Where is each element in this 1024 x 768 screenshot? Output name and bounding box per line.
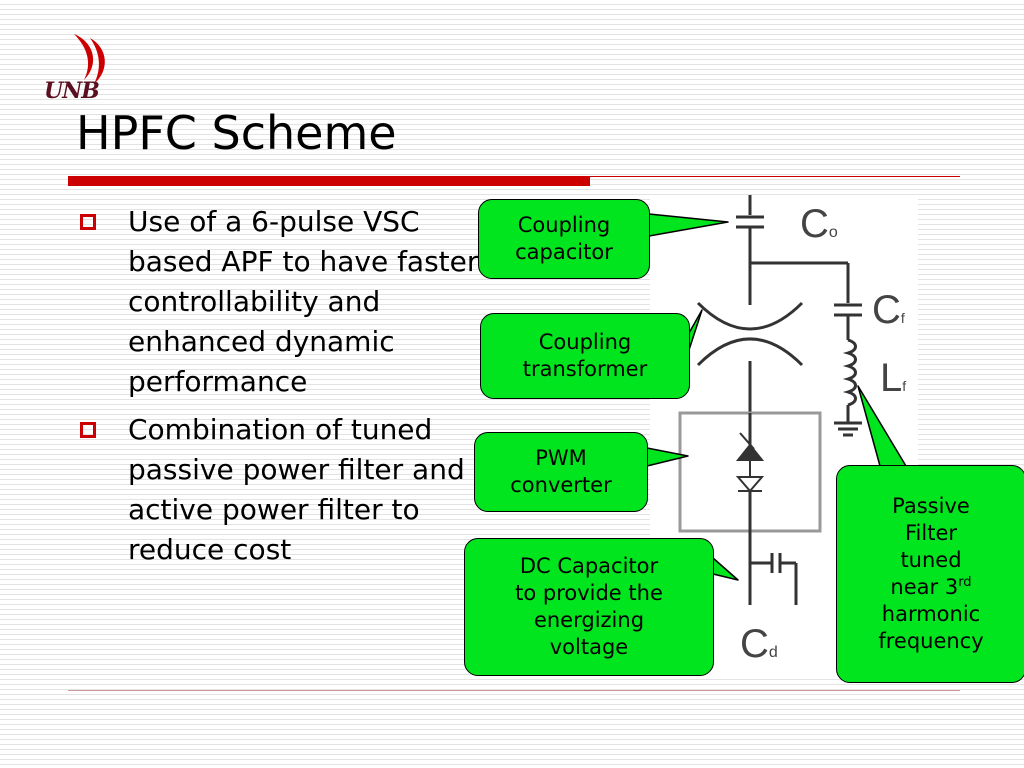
bullet-item: Use of a 6-pulse VSC based APF to have f… [76,202,496,402]
callout-coupling-transformer: Coupling transformer [480,313,690,399]
callout-pwm-converter: PWM converter [474,432,648,512]
superscript: rd [958,575,972,590]
footer-rule [68,690,960,691]
logo-text: UNB [44,78,100,104]
title-underline [68,176,590,186]
bullet-list: Use of a 6-pulse VSC based APF to have f… [76,202,496,578]
callout-line: Passive [892,494,970,518]
callout-line: tuned [900,548,962,572]
square-bullet-icon [80,214,96,230]
callout-line: PWM [535,446,587,470]
unb-logo [74,34,105,84]
square-bullet-icon [80,422,96,438]
callout-dc-capacitor: DC Capacitor to provide the energizing v… [464,538,714,676]
callout-line: harmonic [881,602,981,626]
lf-label: Lf [880,356,906,400]
callout-line: frequency [878,629,984,653]
callout-line: transformer [522,357,648,381]
callout-line: converter [510,473,612,497]
callout-text: near 3 [890,575,959,599]
callout-passive-filter: Passive Filter tuned near 3rd harmonic f… [836,465,1024,683]
callout-line: near 3rd [878,574,983,601]
callout-line: to provide the [515,581,663,605]
callout-coupling-capacitor: Coupling capacitor [478,199,650,279]
callout-line: energizing [533,608,645,632]
callout-line: Coupling [538,330,632,354]
callout-line: voltage [549,635,629,659]
callout-line: DC Capacitor [519,554,659,578]
cf-label: Cf [872,288,905,332]
bullet-text: Combination of tuned passive power filte… [128,413,465,566]
bullet-item: Combination of tuned passive power filte… [76,410,496,570]
callout-line: Coupling [517,213,611,237]
cd-label: Cd [740,622,778,666]
callout-line: capacitor [515,240,613,264]
bullet-text: Use of a 6-pulse VSC based APF to have f… [128,205,479,398]
title-underline-thin [590,176,960,177]
co-label: Co [800,202,838,246]
page-title: HPFC Scheme [76,106,397,160]
callout-line: Filter [904,521,957,545]
